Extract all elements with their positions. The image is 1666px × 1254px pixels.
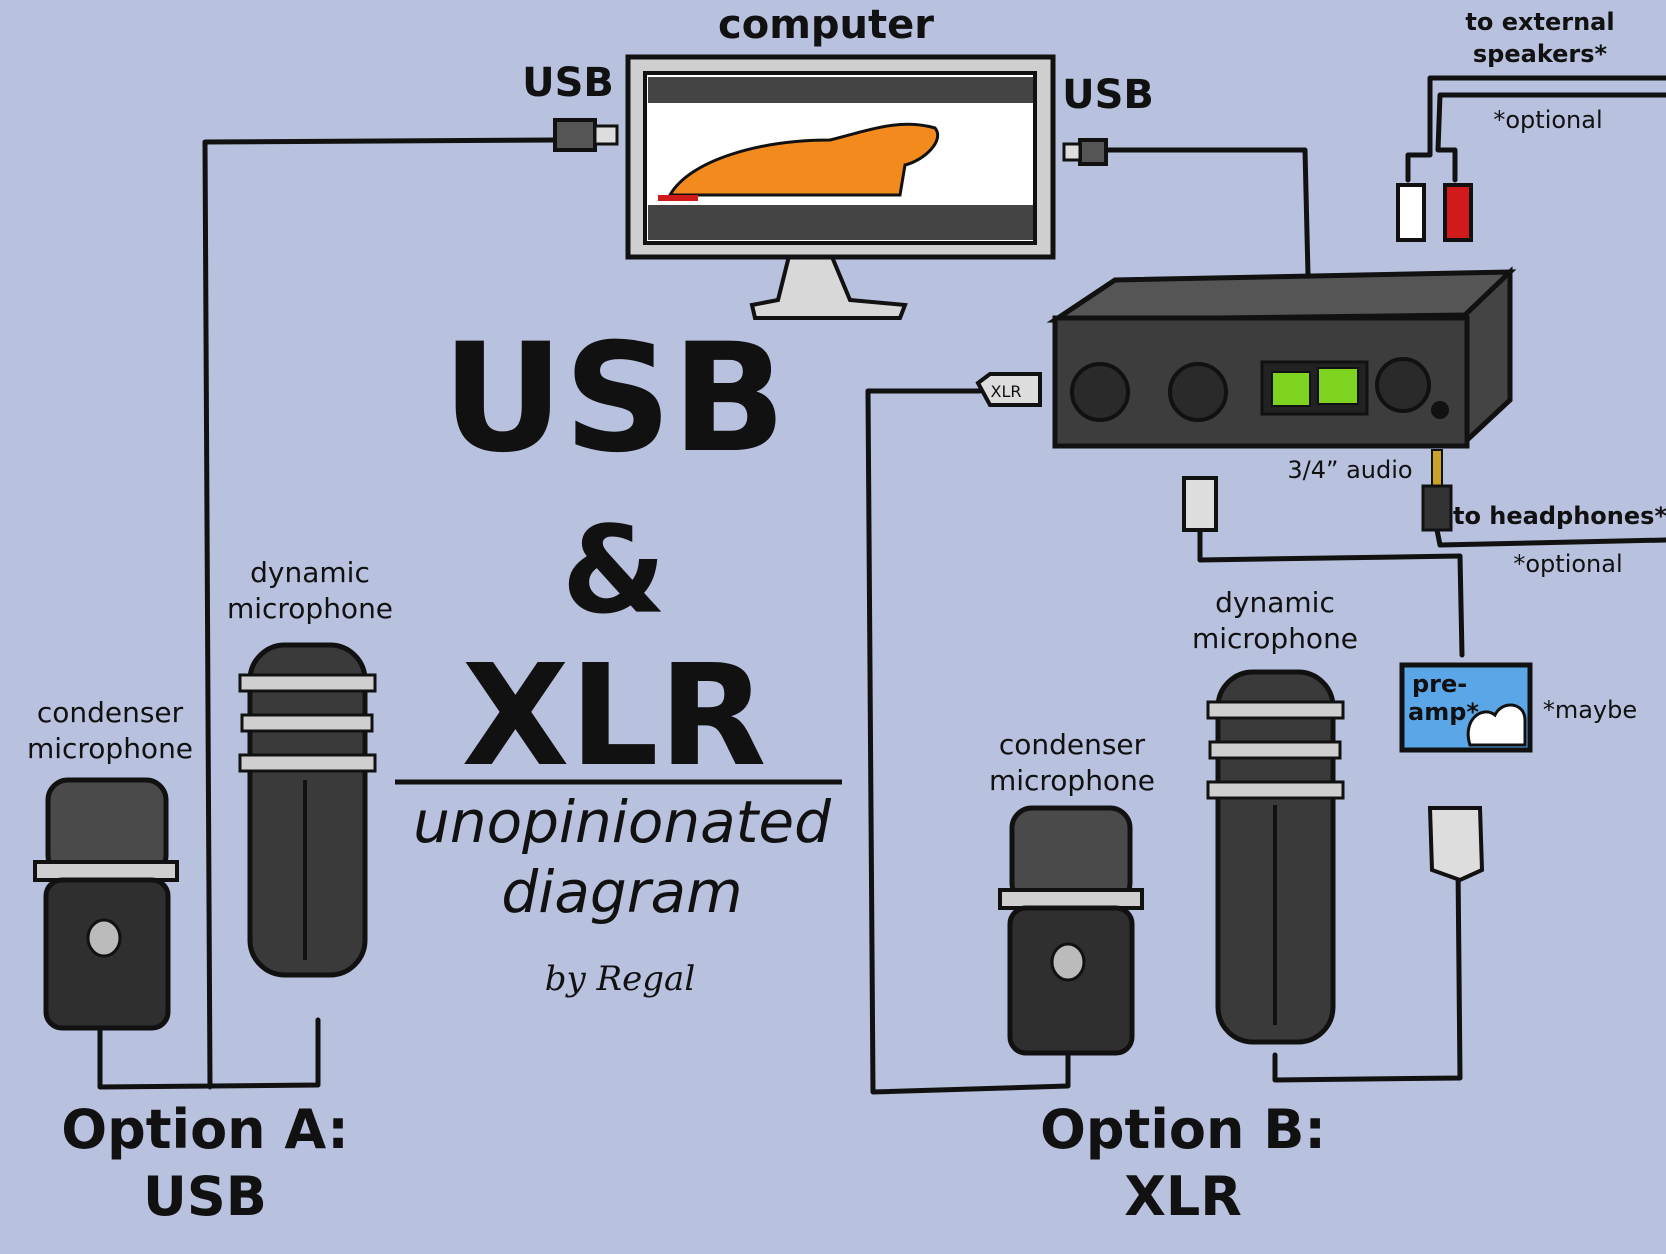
computer-monitor: computer: [625, 2, 1056, 320]
usb-plug-right: [1062, 138, 1108, 166]
preamp-note: *maybe: [1543, 696, 1637, 724]
option-a-title-2: USB: [143, 1165, 267, 1228]
cloud-icon: [1466, 703, 1527, 747]
xlr-cable-preamp: [1197, 527, 1465, 658]
screen-bottom-bar: [648, 205, 1033, 240]
monitor-stand: [749, 250, 908, 320]
xlr-cable-dynamic: [1272, 862, 1463, 1083]
option-b-dynamic-label-1: dynamic: [1215, 586, 1335, 619]
screen-top-bar: [648, 77, 1033, 103]
xlr-plug-label: XLR: [991, 382, 1022, 401]
xlr-plug-dynamic-cable: [1427, 806, 1485, 883]
rca-white-plug: [1396, 183, 1426, 242]
level-meter-1: [1271, 371, 1311, 407]
option-a-dynamic-label-2: microphone: [227, 592, 393, 625]
rca-plugs: [1396, 183, 1473, 242]
xlr-input-1: [1070, 362, 1130, 422]
credit: by Regal: [545, 959, 695, 999]
option-a-condenser-mic: [33, 777, 179, 1031]
speakers-note: *optional: [1493, 106, 1602, 134]
subtitle-line-1: unopinionated: [413, 788, 832, 856]
option-b-title-2: XLR: [1124, 1165, 1242, 1228]
preamp-label-2: amp*: [1408, 698, 1479, 726]
usb-left-label: USB: [522, 60, 614, 106]
headphone-jack: [1431, 401, 1449, 419]
speaker-cable-1: [1405, 75, 1666, 183]
preamp: pre- amp*: [1399, 662, 1533, 753]
option-b-condenser-label-1: condenser: [999, 728, 1146, 761]
headphones-label: to headphones*: [1453, 502, 1666, 530]
option-b-title-1: Option B:: [1040, 1098, 1326, 1161]
usb-plug-left: [553, 118, 619, 152]
headphone-plug: [1421, 449, 1453, 532]
headphones-note: *optional: [1513, 550, 1622, 578]
headphones-cable: [1434, 527, 1666, 548]
title-line-2: &: [562, 502, 667, 641]
title-line-1: USB: [442, 312, 786, 486]
video-progress-mark: [658, 195, 698, 201]
option-a-condenser-label-1: condenser: [37, 696, 184, 729]
title-line-3: XLR: [462, 635, 767, 798]
option-a-dynamic-label-1: dynamic: [250, 556, 370, 589]
lizard-video-icon: [667, 122, 940, 197]
usb-right-label: USB: [1062, 72, 1154, 118]
speakers-label-2: speakers*: [1473, 40, 1608, 68]
audio-interface: [1046, 266, 1517, 449]
wires: [97, 75, 1666, 1095]
volume-knob: [1375, 357, 1431, 413]
jack-label: 3/4” audio: [1287, 456, 1412, 484]
usb-cable-option-a: [97, 137, 558, 1090]
option-a-title-1: Option A:: [61, 1098, 349, 1161]
computer-label: computer: [718, 2, 934, 48]
option-a-dynamic-mic: [238, 642, 377, 978]
option-a-condenser-label-2: microphone: [27, 732, 193, 765]
subtitle-line-2: diagram: [501, 858, 742, 926]
level-meter-2: [1317, 367, 1359, 405]
option-b-condenser-label-2: microphone: [989, 764, 1155, 797]
option-b-dynamic-label-2: microphone: [1192, 622, 1358, 655]
xlr-plug-long-cable: XLR: [975, 372, 1042, 407]
preamp-label-1: pre-: [1412, 670, 1467, 698]
option-b-dynamic-mic: [1206, 669, 1345, 1045]
option-b-condenser-mic: [998, 805, 1144, 1056]
speaker-cable-2: [1435, 92, 1666, 183]
xlr-plug-preamp-cable: [1182, 476, 1218, 532]
xlr-input-2: [1168, 362, 1228, 422]
xlr-cable-condenser: [865, 388, 1071, 1095]
rca-red-plug: [1443, 183, 1473, 242]
usb-cable-interface: [1102, 147, 1311, 278]
speakers-label-1: to external: [1465, 8, 1614, 36]
